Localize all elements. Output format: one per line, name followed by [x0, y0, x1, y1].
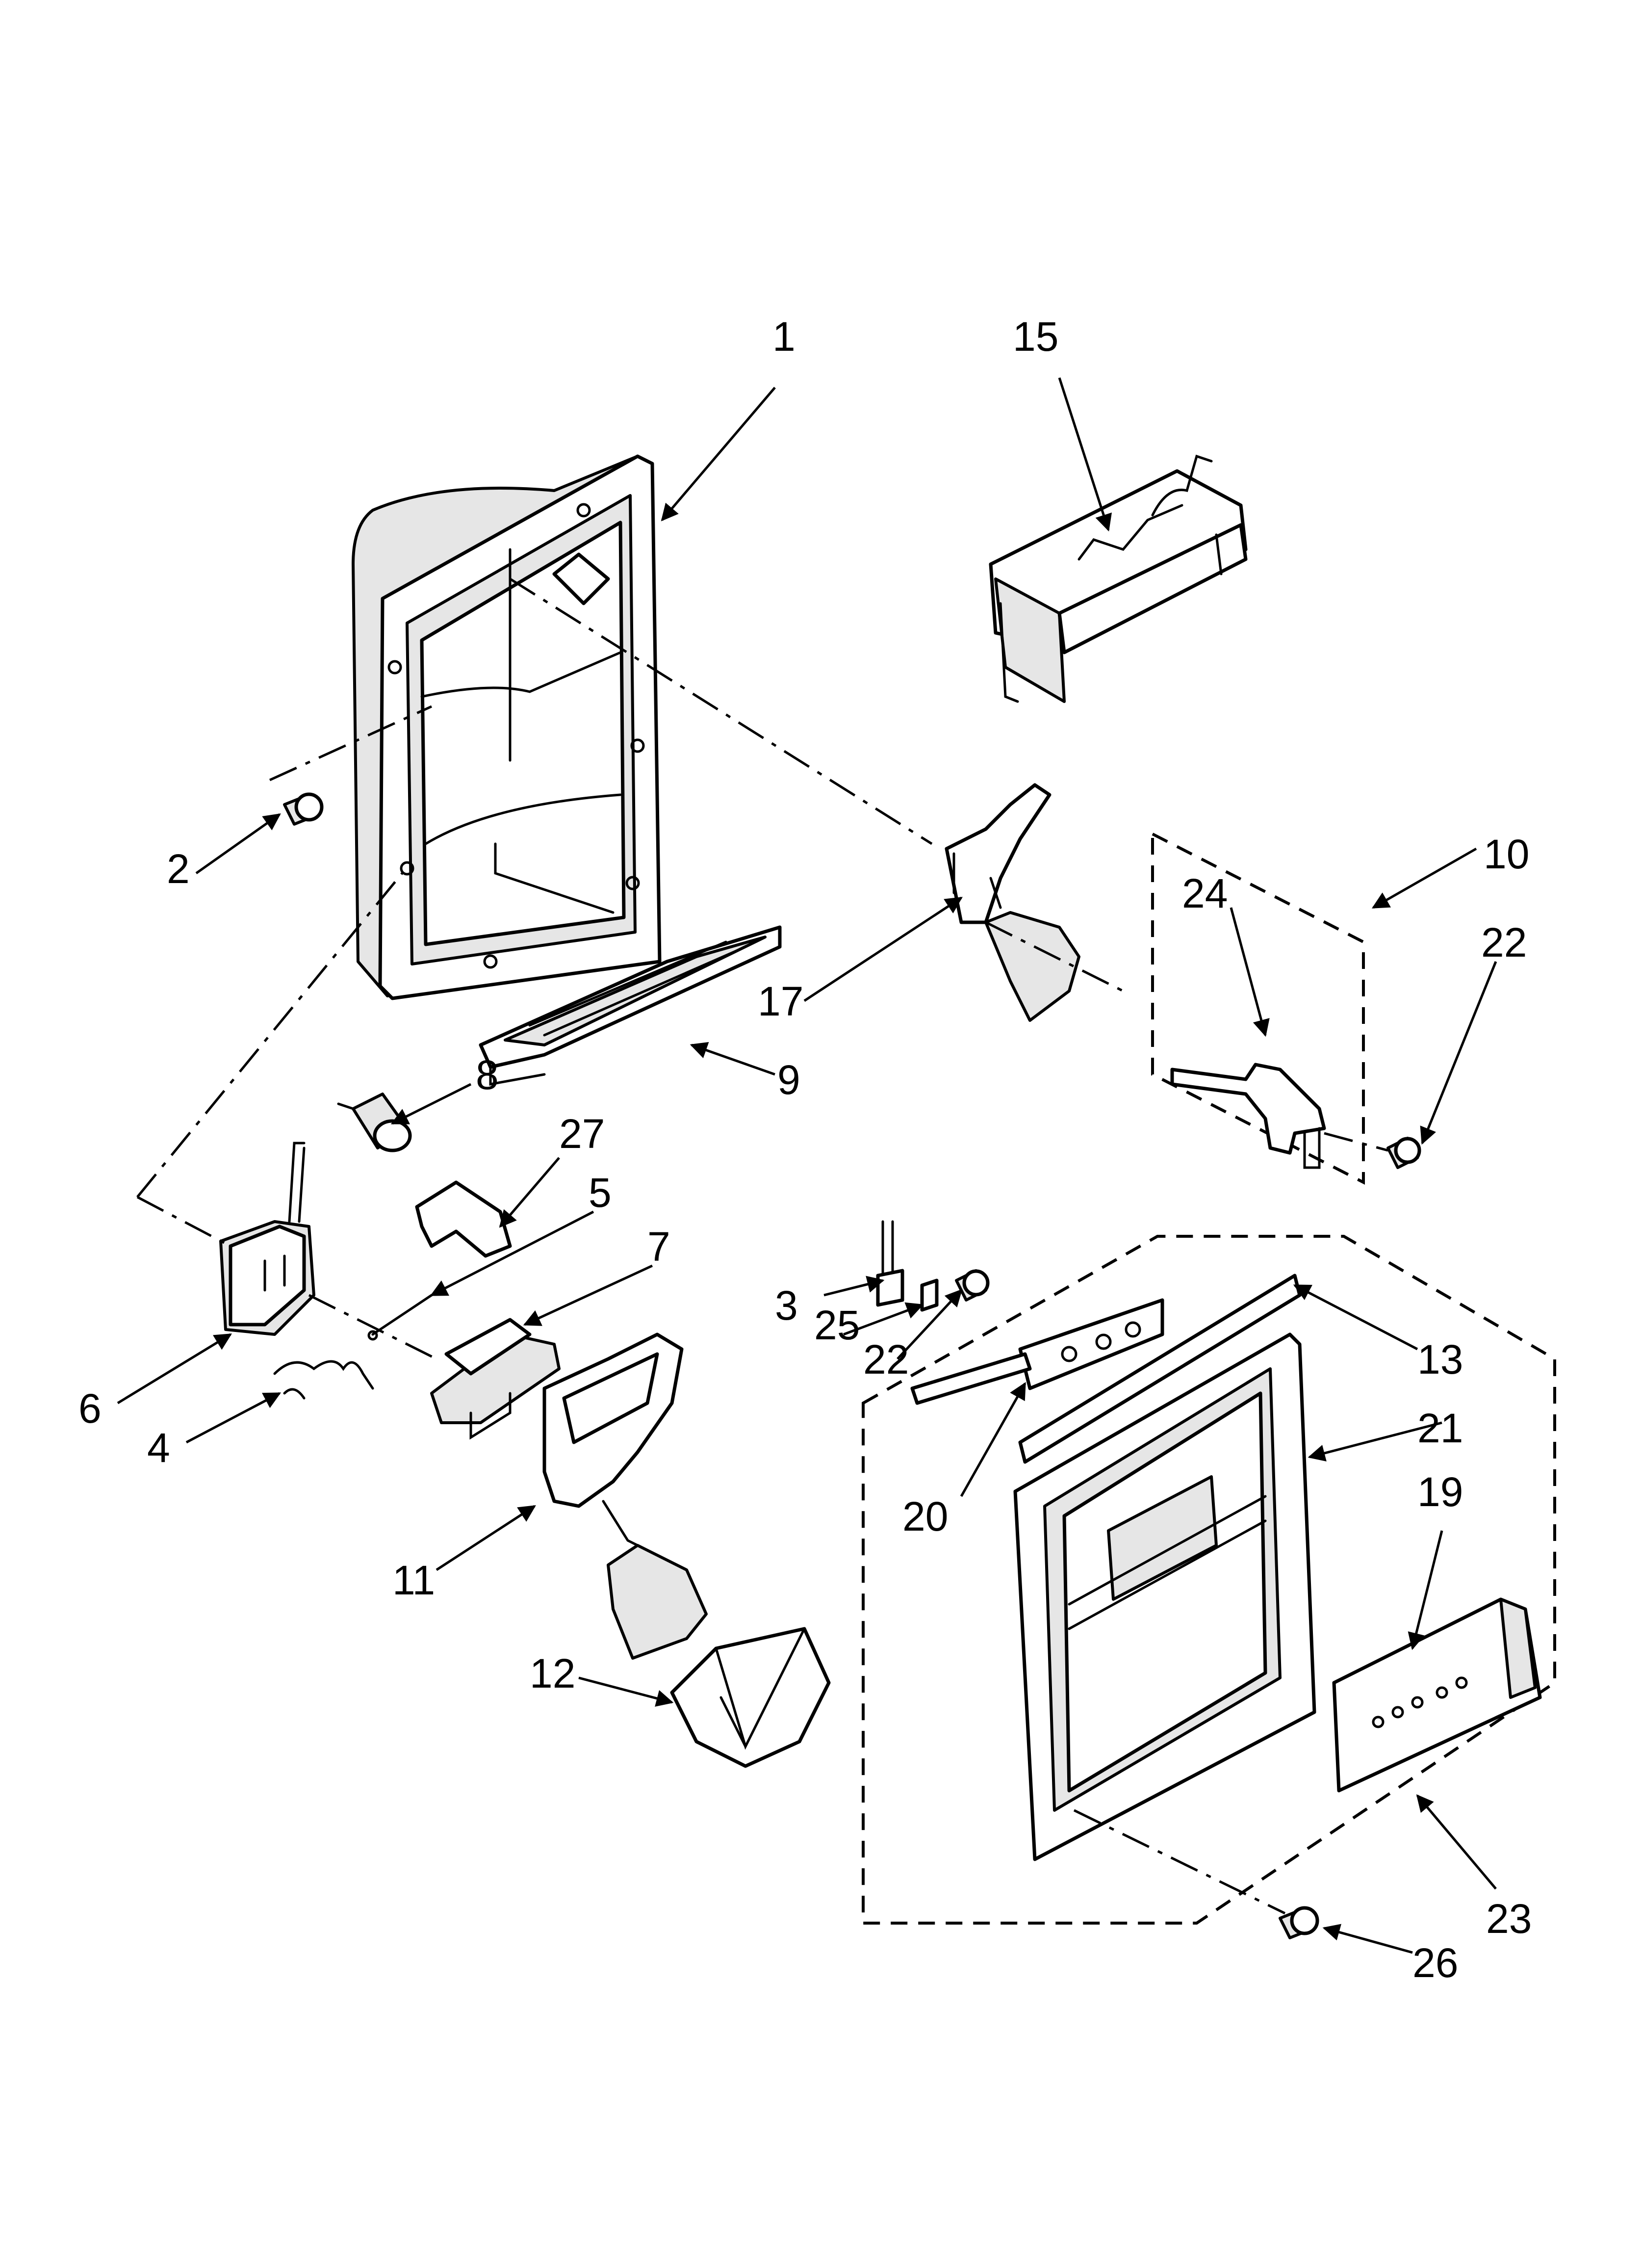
assembly-lines — [136, 577, 1388, 1915]
callout-10: 10 — [1484, 831, 1529, 877]
part-screw-22-right[interactable] — [1386, 1137, 1421, 1169]
callout-15: 15 — [1013, 313, 1058, 360]
part-group-10 — [1151, 832, 1365, 1185]
callout-17: 17 — [758, 978, 803, 1024]
callout-7: 7 — [647, 1224, 670, 1270]
callout-19: 19 — [1417, 1469, 1463, 1515]
callout-3: 3 — [775, 1282, 798, 1329]
part-bracket-27[interactable] — [415, 1180, 512, 1258]
callout-21: 21 — [1417, 1405, 1463, 1451]
part-overlay-19[interactable] — [1332, 1597, 1542, 1793]
callout-20: 20 — [902, 1493, 948, 1539]
part-lever-24[interactable] — [1170, 1063, 1326, 1169]
callout-25: 25 — [814, 1302, 860, 1348]
callout-23: 23 — [1486, 1896, 1532, 1942]
part-drip-tray[interactable] — [479, 925, 782, 1086]
part-housing-frame[interactable] — [352, 454, 662, 1000]
part-funnel-12[interactable] — [670, 1627, 831, 1768]
part-group-23 — [862, 1235, 1556, 1925]
callout-6: 6 — [78, 1385, 102, 1432]
callout-12: 12 — [530, 1650, 575, 1696]
callout-labels: 1 15 2 10 24 22 17 8 9 27 5 7 6 4 3 25 2… — [78, 313, 1532, 1986]
callout-9: 9 — [777, 1057, 800, 1103]
part-board-20[interactable] — [910, 1298, 1164, 1405]
part-solenoid-6[interactable] — [219, 1142, 315, 1336]
part-spring-4[interactable] — [273, 1360, 374, 1400]
callout-22-right: 22 — [1481, 919, 1527, 965]
part-panel-21[interactable] — [1013, 1332, 1316, 1861]
callout-1: 1 — [772, 313, 795, 360]
part-control-module[interactable] — [989, 454, 1248, 703]
part-lever-7[interactable] — [430, 1318, 561, 1440]
leader-lines — [117, 377, 1497, 1954]
part-clip-25[interactable] — [920, 1278, 939, 1312]
callout-4: 4 — [147, 1425, 170, 1471]
callout-5: 5 — [589, 1170, 612, 1216]
part-actuator-11[interactable] — [542, 1332, 708, 1660]
part-actuator-arm[interactable] — [945, 783, 1080, 1022]
part-screw-26[interactable] — [1279, 1906, 1319, 1939]
callout-2: 2 — [167, 846, 190, 892]
part-switch-3[interactable] — [876, 1220, 904, 1307]
part-rod-5[interactable] — [367, 1294, 433, 1341]
callout-13: 13 — [1417, 1336, 1463, 1382]
callout-24: 24 — [1182, 870, 1228, 916]
part-screw-2[interactable] — [283, 792, 324, 826]
part-screw-22-mid[interactable] — [955, 1269, 990, 1302]
callout-11: 11 — [392, 1557, 435, 1603]
callout-27: 27 — [559, 1111, 605, 1157]
callout-26: 26 — [1412, 1940, 1458, 1986]
part-motor-8[interactable] — [337, 1093, 412, 1152]
callout-8: 8 — [476, 1052, 499, 1098]
callout-22-mid: 22 — [863, 1336, 909, 1382]
